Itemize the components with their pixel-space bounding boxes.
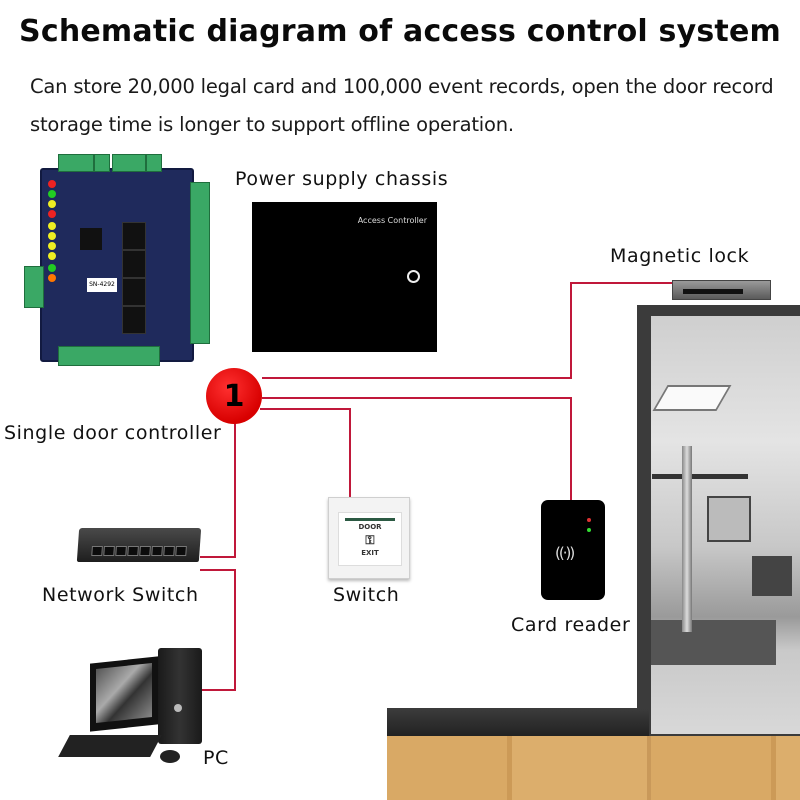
maglock-slot: [683, 289, 743, 294]
keyboard-icon: [58, 735, 162, 757]
terminal-block: [94, 154, 110, 172]
wire-to-exit-switch: [260, 408, 351, 497]
ethernet-port: [91, 546, 103, 556]
led-green: [48, 264, 56, 272]
led-yellow: [48, 222, 56, 230]
monitor-icon[interactable]: [90, 656, 158, 732]
chair-icon: [752, 556, 792, 596]
relay: [122, 278, 146, 306]
terminal-block-left: [24, 266, 44, 308]
terminal-block: [146, 154, 162, 172]
step-marker: 1: [206, 368, 262, 424]
chassis-panel-text: Access Controller: [357, 216, 427, 225]
controller-label: Single door controller: [4, 422, 222, 444]
relay: [122, 250, 146, 278]
status-led-red: [587, 518, 591, 522]
board-sticker: SN-4292: [87, 278, 117, 292]
terminal-block-right: [190, 182, 210, 344]
wire-to-card-reader: [262, 397, 572, 500]
controller-board[interactable]: SN-4292: [24, 154, 210, 366]
led-yellow: [48, 200, 56, 208]
contactless-icon: ((·)): [555, 544, 575, 562]
ethernet-port: [151, 546, 163, 556]
card-reader-label: Card reader: [511, 614, 631, 636]
terminal-block: [58, 154, 94, 172]
exit-button-plate: DOOR ⚿ EXIT: [338, 512, 402, 566]
magnetic-lock-icon[interactable]: [672, 280, 771, 300]
led-yellow: [48, 232, 56, 240]
ethernet-port: [175, 546, 187, 556]
magnetic-lock-label: Magnetic lock: [610, 245, 750, 267]
ethernet-port: [103, 546, 115, 556]
page-title: Schematic diagram of access control syst…: [19, 14, 781, 49]
description-text: Can store 20,000 legal card and 100,000 …: [30, 75, 774, 136]
monitor-screen: [96, 663, 152, 723]
led-yellow: [48, 242, 56, 250]
door-handle: [682, 446, 692, 632]
wood-floor: [387, 736, 800, 800]
door-rail: [652, 474, 748, 479]
network-switch-label: Network Switch: [42, 584, 199, 606]
rfid-reader-icon[interactable]: ((·)): [541, 500, 605, 600]
lock-icon: [407, 270, 420, 283]
microcontroller-chip: [80, 228, 102, 250]
power-button-icon: [174, 704, 182, 712]
led-green: [48, 190, 56, 198]
sofa-icon: [651, 620, 776, 665]
wire-switch-to-pc: [200, 569, 236, 691]
led-red: [48, 210, 56, 218]
led-yellow: [48, 252, 56, 260]
pc-label: PC: [203, 747, 229, 769]
relay: [122, 222, 146, 250]
terminal-block: [112, 154, 146, 172]
power-supply-chassis[interactable]: Access Controller: [252, 202, 437, 352]
key-icon: ⚿: [365, 533, 375, 547]
ethernet-port: [163, 546, 175, 556]
wall-picture: [707, 496, 751, 542]
wire-to-network-switch: [200, 420, 236, 558]
power-supply-label: Power supply chassis: [235, 168, 449, 190]
wire-to-magnetic-lock: [262, 282, 672, 379]
exit-switch-label: Switch: [333, 584, 400, 606]
status-led-green: [587, 528, 591, 532]
door-text: DOOR: [358, 523, 382, 531]
led-orange: [48, 274, 56, 282]
network-switch-icon[interactable]: [76, 528, 202, 562]
relay: [122, 306, 146, 334]
ethernet-port: [115, 546, 127, 556]
exit-button-icon[interactable]: DOOR ⚿ EXIT: [328, 497, 410, 579]
terminal-block-bottom: [58, 346, 160, 366]
wall-baseboard: [387, 708, 649, 736]
indicator-bar: [345, 518, 395, 521]
pc-tower-icon[interactable]: [158, 648, 202, 744]
exit-text: EXIT: [361, 549, 379, 557]
mouse-icon: [160, 750, 180, 763]
ethernet-port: [139, 546, 151, 556]
led-red: [48, 180, 56, 188]
ethernet-port: [127, 546, 139, 556]
